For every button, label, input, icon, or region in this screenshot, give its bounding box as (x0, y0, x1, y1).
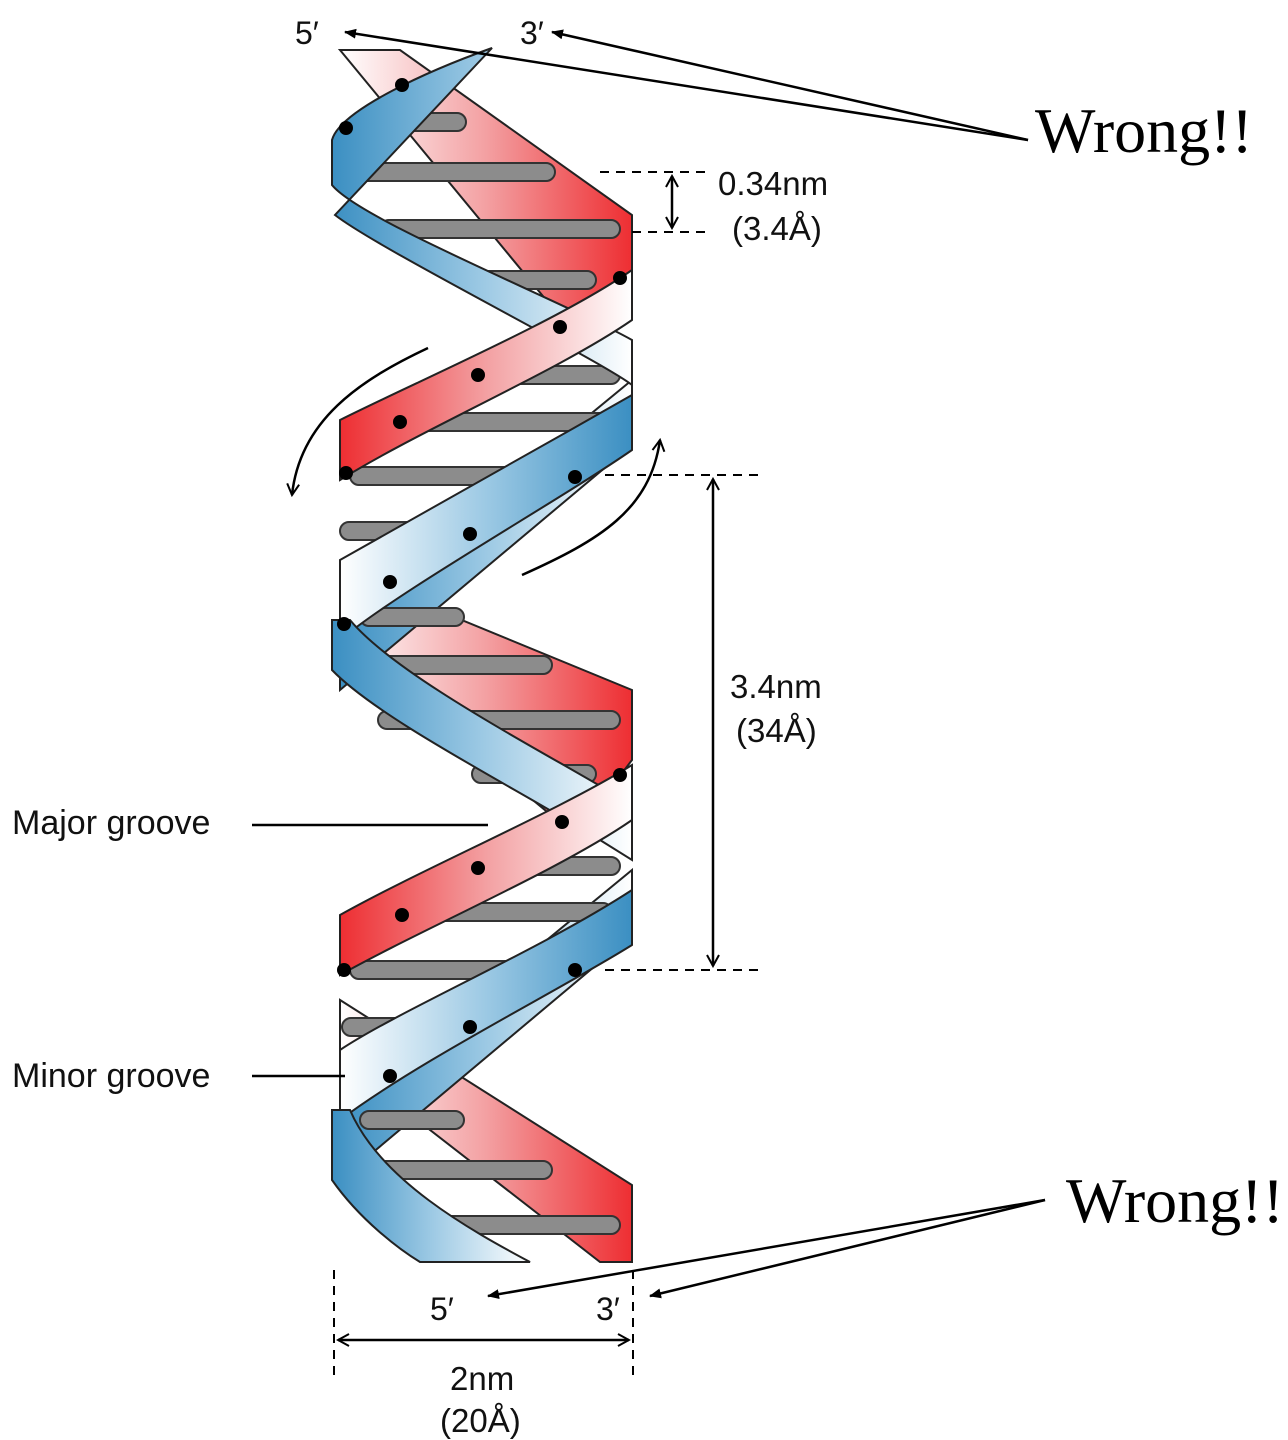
phosphate-dot (339, 466, 353, 480)
phosphate-dot (568, 963, 582, 977)
width-angstrom-label: (20Å) (440, 1402, 521, 1439)
phosphate-dot (471, 368, 485, 382)
top-5prime-label: 5′ (295, 15, 319, 51)
pitch-value-label: 3.4nm (730, 668, 822, 705)
phosphate-dot (613, 768, 627, 782)
phosphate-dot (395, 908, 409, 922)
phosphate-dot (339, 121, 353, 135)
rise-value-label: 0.34nm (718, 165, 828, 202)
wrong-bottom-to-3prime (650, 1200, 1045, 1296)
phosphate-dot (463, 527, 477, 541)
phosphate-dot (555, 815, 569, 829)
phosphate-dot (553, 320, 567, 334)
phosphate-dot (337, 963, 351, 977)
phosphate-dot (613, 271, 627, 285)
wrong-bottom-label: Wrong!! (1066, 1165, 1284, 1236)
width-value-label: 2nm (450, 1360, 514, 1397)
top-3prime-label: 3′ (520, 15, 544, 51)
rise-angstrom-label: (3.4Å) (732, 210, 822, 247)
bottom-3prime-label: 3′ (596, 1291, 620, 1327)
wrong-top-to-3prime (552, 32, 1028, 140)
phosphate-dot (383, 575, 397, 589)
base-pair (380, 220, 620, 238)
base-pair (360, 1111, 464, 1129)
phosphate-dot (337, 617, 351, 631)
phosphate-dot (383, 1069, 397, 1083)
phosphate-dot (393, 415, 407, 429)
phosphate-dot (471, 861, 485, 875)
pitch-angstrom-label: (34Å) (736, 712, 817, 749)
bottom-5prime-label: 5′ (430, 1291, 454, 1327)
phosphate-dot (568, 470, 582, 484)
double-helix (332, 48, 632, 1262)
phosphate-dot (395, 78, 409, 92)
phosphate-dot (463, 1020, 477, 1034)
wrong-top-label: Wrong!! (1035, 95, 1253, 166)
major-groove-label: Major groove (12, 804, 210, 842)
minor-groove-label: Minor groove (12, 1057, 210, 1095)
